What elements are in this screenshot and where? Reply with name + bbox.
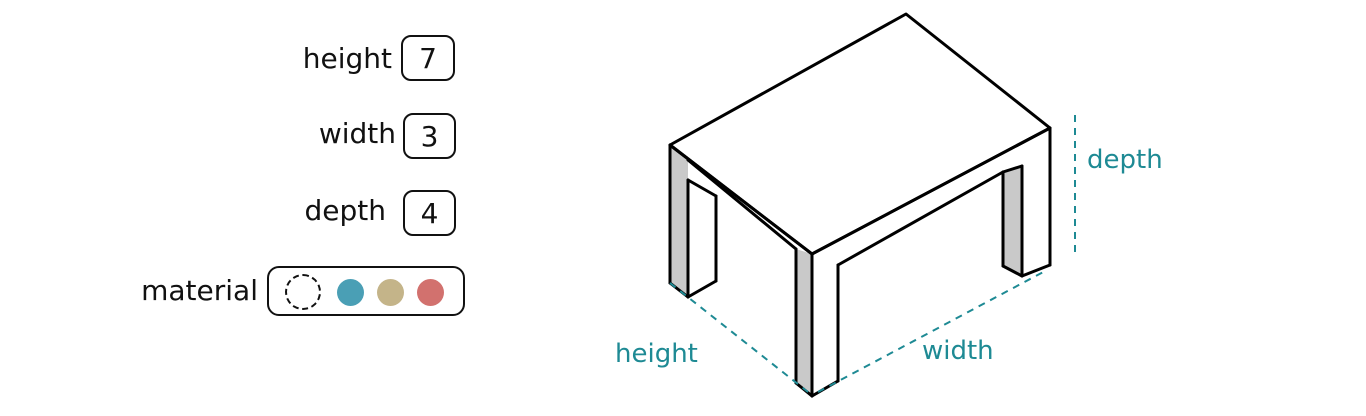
right-leg-bottom-left bbox=[1001, 264, 1024, 278]
tabletop-front-edge bbox=[810, 126, 1052, 256]
depth-label: depth bbox=[304, 194, 387, 227]
apron-left-underside bbox=[686, 158, 798, 251]
right-leg-bottom bbox=[1020, 263, 1052, 278]
height-value-field[interactable]: 7 bbox=[401, 35, 455, 81]
width-dimension-label: width bbox=[922, 336, 994, 366]
height-label: height bbox=[302, 42, 392, 75]
right-leg bbox=[1003, 166, 1022, 276]
width-label: width bbox=[318, 117, 396, 150]
tabletop-top bbox=[668, 12, 1052, 256]
width-value-field[interactable]: 3 bbox=[403, 113, 456, 159]
left-leg-top-inner bbox=[686, 178, 718, 198]
material-label: material bbox=[141, 274, 258, 307]
front-leg-front-face bbox=[796, 249, 812, 396]
apron-front-underside bbox=[836, 170, 1005, 267]
right-leg-top bbox=[1001, 164, 1024, 174]
no-material-icon[interactable] bbox=[285, 274, 321, 310]
front-left-leg bbox=[670, 145, 688, 297]
depth-value-field[interactable]: 4 bbox=[403, 190, 456, 236]
depth-dimension-label: depth bbox=[1087, 145, 1163, 175]
material-swatch-tan[interactable] bbox=[377, 279, 404, 306]
height-dimension-line bbox=[669, 282, 809, 393]
material-selector bbox=[267, 266, 465, 316]
tabletop-left-edge bbox=[668, 143, 814, 256]
width-dimension-line bbox=[817, 269, 1048, 393]
material-swatch-red[interactable] bbox=[417, 279, 444, 306]
height-dimension-label: height bbox=[615, 339, 698, 369]
material-swatch-teal[interactable] bbox=[337, 279, 364, 306]
left-leg-inner-bottom bbox=[686, 279, 718, 299]
